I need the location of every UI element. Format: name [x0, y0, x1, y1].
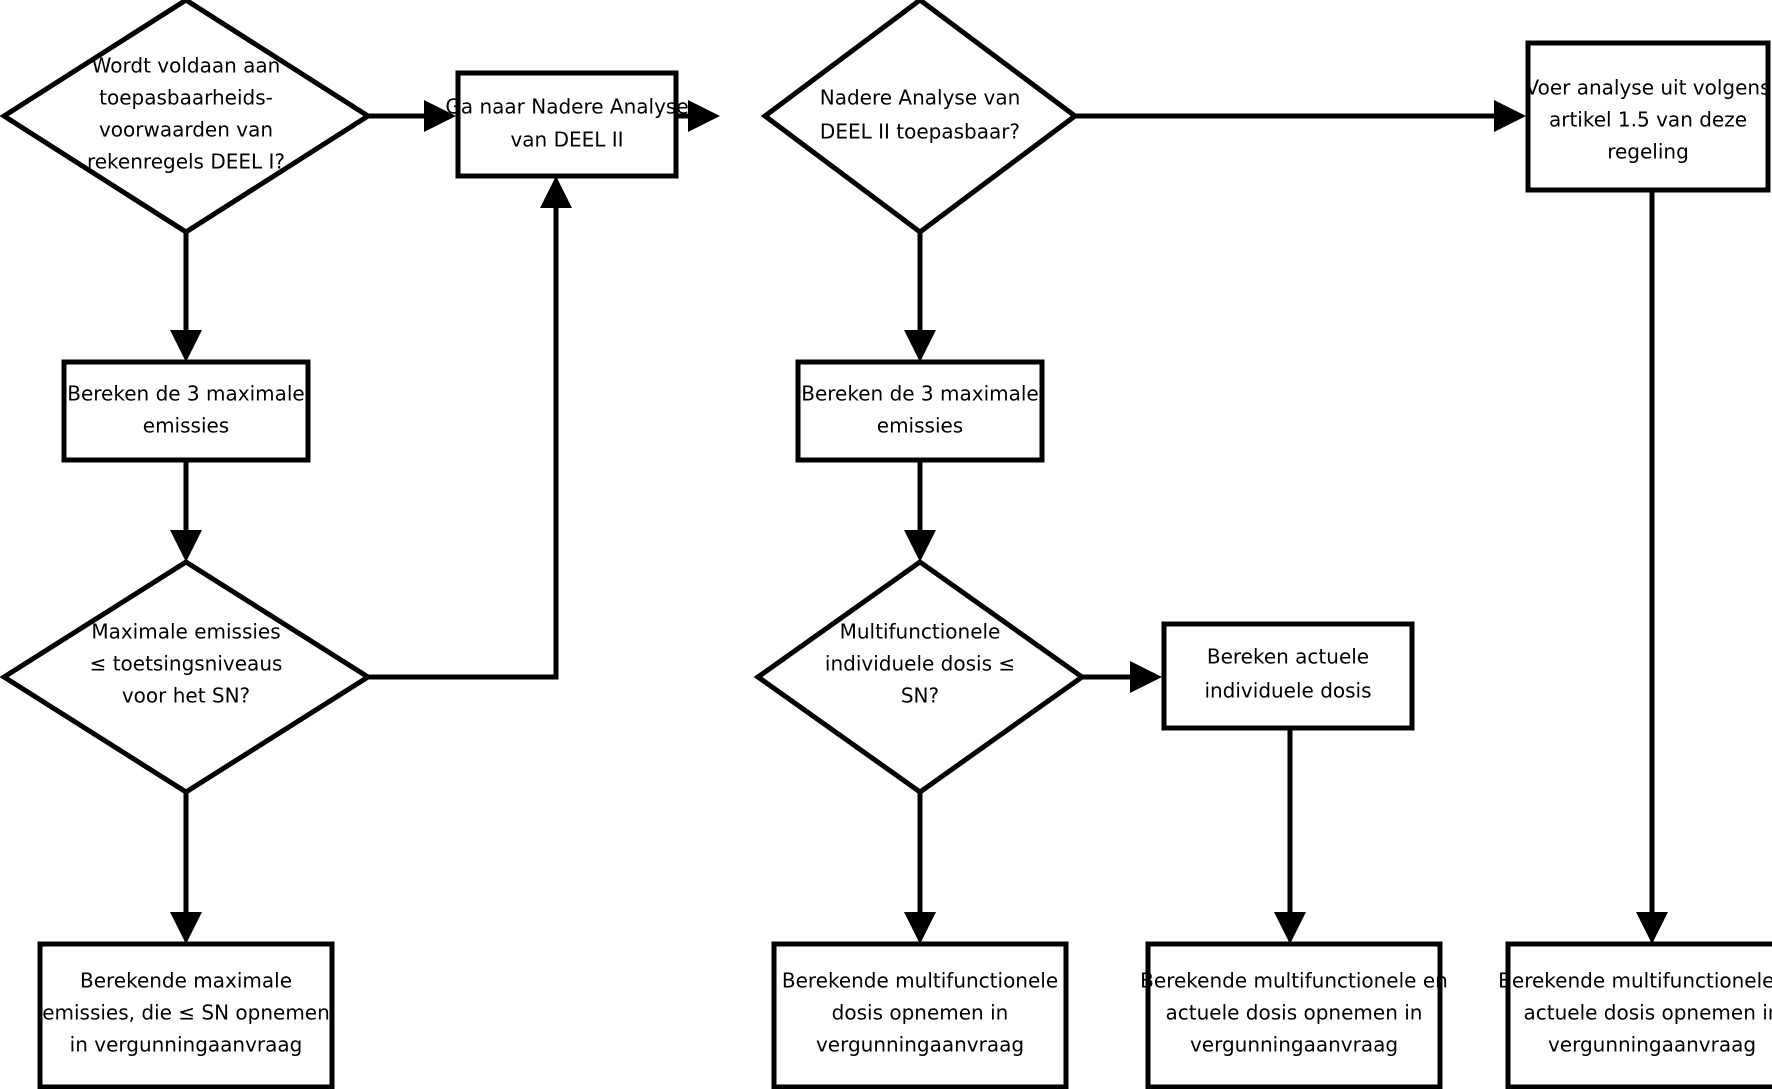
node-text-line: Maximale emissies [91, 620, 280, 644]
process-berekende-maximale-emissies-opnemen[interactable]: Berekende maximale emissies, die ≤ SN op… [37, 941, 335, 1089]
edge-d1-to-p3 [170, 232, 202, 362]
process-berekende-multifunctionele-en-actuele-dosis-opnemen-midden[interactable]: Berekende multifunctionele en actuele do… [1140, 941, 1448, 1089]
node-text-line: Wordt voldaan aan [92, 54, 281, 78]
node-text-line: Berekende multifunctionele [782, 969, 1058, 993]
edge-d2-to-p4 [904, 232, 936, 362]
node-text-line: regeling [1607, 140, 1689, 164]
edge-p5-to-p8 [1274, 728, 1306, 944]
decision-toepasbaarheidsvoorwaarden-deel-i[interactable]: Wordt voldaan aan toepasbaarheids- voorw… [0, 0, 373, 235]
node-text-line: artikel 1.5 van deze [1549, 108, 1747, 132]
node-text-line: Bereken de 3 maximale [801, 382, 1039, 406]
node-text-line: emissies [143, 414, 229, 438]
node-text-line: voorwaarden van [99, 118, 273, 142]
process-bereken-actuele-individuele-dosis[interactable]: Bereken actuele individuele dosis [1161, 621, 1415, 731]
process-voer-analyse-artikel-1-5[interactable]: Voer analyse uit volgens artikel 1.5 van… [1525, 40, 1771, 193]
edge-p3-to-d3 [170, 460, 202, 562]
node-text-line: actuele dosis opnemen in [1166, 1001, 1423, 1025]
node-text-line: Bereken de 3 maximale [67, 382, 305, 406]
node-text-line: toepasbaarheids- [99, 86, 273, 110]
process-berekende-multifunctionele-en-actuele-dosis-opnemen-rechts[interactable]: Berekende multifunctionele en actuele do… [1498, 941, 1772, 1089]
node-text-line: Berekende maximale [80, 969, 292, 993]
node-text-line: in vergunningaanvraag [70, 1033, 303, 1057]
node-text-line: emissies, die ≤ SN opnemen [42, 1001, 330, 1025]
node-text-line: Nadere Analyse van [820, 86, 1021, 110]
node-text-line: SN? [901, 684, 939, 708]
edge-d3-to-p1-feedback [368, 176, 572, 680]
process-ga-naar-nadere-analyse-deel-ii[interactable]: Ga naar Nadere Analyse van DEEL II [445, 70, 689, 179]
node-text-line: Voer analyse uit volgens [1525, 76, 1770, 100]
node-text-line: Berekende multifunctionele en [1140, 969, 1448, 993]
process-berekende-multifunctionele-dosis-opnemen[interactable]: Berekende multifunctionele dosis opnemen… [771, 941, 1069, 1089]
node-text-line: ≤ toetsingsniveaus [90, 652, 283, 676]
node-text-line: DEEL II toepasbaar? [820, 120, 1020, 144]
edge-d3-to-p6 [170, 792, 202, 944]
edge-d2-to-p2 [1075, 100, 1526, 132]
node-text-line: vergunningaanvraag [1548, 1033, 1756, 1057]
decision-multifunctionele-individuele-dosis[interactable]: Multifunctionele individuele dosis ≤ SN? [753, 558, 1087, 796]
node-text-line: Berekende multifunctionele en [1498, 969, 1772, 993]
node-text-line: Ga naar Nadere Analyse [445, 95, 688, 119]
node-text-line: rekenregels DEEL I? [87, 150, 285, 174]
node-text-line: individuele dosis [1204, 679, 1371, 703]
node-text-line: Multifunctionele [840, 620, 1001, 644]
connectors-layer [170, 100, 1668, 944]
decision-maximale-emissies-toetsingsniveaus[interactable]: Maximale emissies ≤ toetsingsniveaus voo… [0, 559, 373, 795]
node-text-line: actuele dosis opnemen in [1524, 1001, 1772, 1025]
node-text-line: voor het SN? [122, 684, 250, 708]
node-text-line: vergunningaanvraag [816, 1033, 1024, 1057]
node-text-line: emissies [877, 414, 963, 438]
edge-p2-to-p9 [1636, 190, 1668, 944]
node-text-line: Bereken actuele [1207, 645, 1369, 669]
edge-d1-to-p1 [368, 100, 456, 132]
edge-d4-to-p5 [1082, 661, 1162, 693]
edge-d4-to-p7 [904, 792, 936, 944]
decision-nadere-analyse-deel-ii-toepasbaar[interactable]: Nadere Analyse van DEEL II toepasbaar? [760, 0, 1080, 236]
node-text-line: dosis opnemen in [832, 1001, 1009, 1025]
process-bereken-3-maximale-emissies-midden[interactable]: Bereken de 3 maximale emissies [795, 359, 1045, 463]
process-bereken-3-maximale-emissies-links[interactable]: Bereken de 3 maximale emissies [61, 359, 311, 463]
node-text-line: individuele dosis ≤ [825, 652, 1015, 676]
node-text-line: vergunningaanvraag [1190, 1033, 1398, 1057]
node-text-line: van DEEL II [510, 128, 623, 152]
edge-p4-to-d4 [904, 460, 936, 562]
